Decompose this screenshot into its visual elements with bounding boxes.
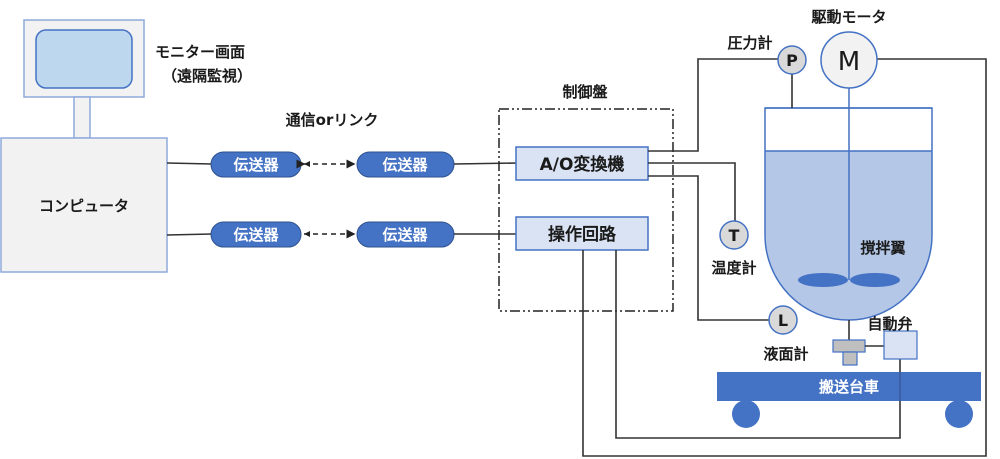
valve-outlet bbox=[842, 351, 858, 366]
transmitter-top-left: 伝送器 bbox=[210, 151, 302, 178]
wire-ao-level bbox=[648, 175, 769, 321]
transmitter-top-right: 伝送器 bbox=[356, 151, 455, 178]
monitor-label-line2: （遠隔監視） bbox=[162, 67, 252, 85]
level-gauge-label: 液面計 bbox=[763, 345, 808, 363]
motor-icon bbox=[820, 31, 878, 89]
computer-label: コンピュータ bbox=[39, 197, 129, 215]
svg-text:伝送器: 伝送器 bbox=[382, 226, 428, 244]
temperature-gauge-icon bbox=[719, 220, 749, 250]
motor-symbol: M bbox=[838, 47, 860, 77]
svg-text:伝送器: 伝送器 bbox=[233, 226, 279, 244]
tank-vessel bbox=[764, 107, 933, 321]
arrowhead-left-bottom bbox=[304, 231, 310, 237]
valve-body bbox=[832, 339, 866, 353]
cart-wheel-right bbox=[945, 400, 973, 428]
level-gauge-icon bbox=[768, 305, 798, 335]
cart-label: 搬送台車 bbox=[819, 378, 879, 396]
arrowhead-left-top bbox=[304, 161, 310, 167]
pressure-gauge-icon bbox=[777, 45, 807, 75]
tank bbox=[764, 88, 933, 321]
wire-op-motor bbox=[582, 58, 987, 457]
wire-tx-ao bbox=[453, 162, 518, 165]
motor-label: 駆動モータ bbox=[811, 8, 886, 26]
ao-converter-box bbox=[515, 146, 649, 181]
operation-circuit-box bbox=[515, 216, 649, 251]
wire-ao-temperature bbox=[648, 162, 736, 221]
transmitter-bottom-left: 伝送器 bbox=[210, 221, 302, 248]
valve-label: 自動弁 bbox=[867, 315, 912, 333]
level-gauge-symbol: L bbox=[778, 311, 788, 330]
monitor-screen bbox=[35, 29, 133, 89]
wire-computer-tx-bottom bbox=[166, 233, 213, 236]
transmitter-bottom-right: 伝送器 bbox=[356, 221, 455, 248]
temperature-gauge-symbol: T bbox=[729, 226, 740, 245]
operation-circuit-label: 操作回路 bbox=[548, 224, 617, 245]
cart-platform bbox=[717, 372, 981, 401]
svg-text:伝送器: 伝送器 bbox=[382, 156, 428, 174]
pressure-gauge-symbol: P bbox=[786, 51, 798, 70]
impeller-blade-left bbox=[798, 273, 848, 287]
control-panel-boundary bbox=[498, 108, 674, 312]
ao-converter-label: A/O変換機 bbox=[540, 154, 625, 175]
temperature-gauge-label: 温度計 bbox=[711, 259, 756, 277]
monitor-label-line1: モニター画面 bbox=[155, 43, 245, 61]
valve-actuator bbox=[883, 330, 918, 360]
computer-box bbox=[0, 137, 168, 273]
wire-computer-tx-top bbox=[166, 162, 213, 165]
monitor bbox=[23, 19, 145, 139]
pressure-gauge-label: 圧力計 bbox=[727, 34, 772, 52]
svg-text:伝送器: 伝送器 bbox=[233, 156, 279, 174]
impeller-label: 撹拌翼 bbox=[860, 239, 905, 257]
control-panel-label: 制御盤 bbox=[562, 83, 608, 101]
monitor-stand bbox=[73, 96, 91, 139]
link-label: 通信orリンク bbox=[286, 111, 379, 129]
cart-wheel-left bbox=[732, 400, 760, 428]
wire-ao-pressure bbox=[648, 58, 778, 152]
impeller-blade-right bbox=[850, 273, 900, 287]
